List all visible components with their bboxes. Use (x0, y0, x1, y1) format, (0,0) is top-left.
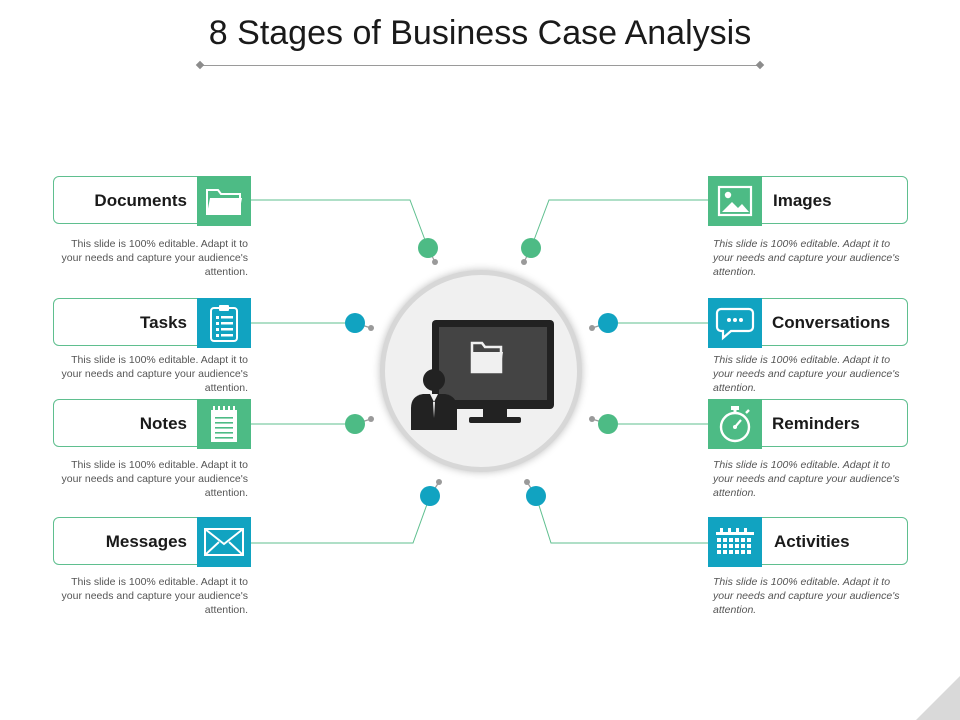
clipboard-list-icon (210, 305, 238, 342)
stage-activities-tile (708, 517, 762, 567)
stage-documents-label: Documents (94, 191, 187, 210)
spoke-dot-activities (524, 479, 530, 485)
stage-reminders-label: Reminders (772, 414, 860, 433)
stage-notes-label: Notes (139, 414, 187, 433)
stage-images: Images (708, 176, 908, 226)
stage-reminders-desc: This slide is 100% editable. Adapt it to… (713, 459, 900, 499)
chat-bubble-icon (715, 307, 755, 341)
stopwatch-icon (719, 406, 751, 443)
stage-reminders: Reminders (708, 399, 908, 449)
stage-notes-tile (197, 399, 251, 449)
node-reminders (598, 414, 618, 434)
spoke-dot-reminders (589, 416, 595, 422)
node-tasks (345, 313, 365, 333)
stage-activities-label: Activities (774, 532, 850, 551)
stage-messages-tile (197, 517, 251, 567)
spoke-dot-documents (432, 259, 438, 265)
image-icon (717, 185, 753, 217)
stage-images-tile (708, 176, 762, 226)
connector-images (530, 199, 708, 249)
stage-documents: Documents (53, 176, 251, 226)
stage-images-desc: This slide is 100% editable. Adapt it to… (713, 238, 900, 278)
stage-conversations-tile (708, 298, 762, 348)
stage-documents-desc: This slide is 100% editable. Adapt it to… (61, 238, 248, 278)
connector-messages (250, 495, 431, 544)
node-documents (418, 238, 438, 258)
stage-messages-label: Messages (105, 532, 187, 551)
connector-documents (250, 199, 429, 249)
stage-images-label: Images (773, 191, 832, 210)
calendar-icon (716, 528, 754, 554)
spoke-dot-conversations (589, 325, 595, 331)
stage-messages-desc: This slide is 100% editable. Adapt it to… (61, 576, 248, 616)
folder-icon (206, 189, 242, 215)
envelope-icon (204, 528, 244, 556)
stage-activities: Activities (708, 517, 908, 567)
stage-notes: Notes (53, 399, 251, 449)
spoke-dot-tasks (368, 325, 374, 331)
notepad-icon (211, 406, 237, 442)
stage-tasks: Tasks (53, 298, 251, 348)
stage-tasks-label: Tasks (140, 313, 187, 332)
spoke-dot-notes (368, 416, 374, 422)
stage-tasks-desc: This slide is 100% editable. Adapt it to… (61, 354, 248, 394)
center-hub (380, 270, 582, 472)
stage-conversations-desc: This slide is 100% editable. Adapt it to… (713, 354, 900, 394)
node-messages (420, 486, 440, 506)
title-divider (195, 60, 765, 70)
node-conversations (598, 313, 618, 333)
node-images (521, 238, 541, 258)
stage-reminders-tile (708, 399, 762, 449)
stage-messages: Messages (53, 517, 251, 567)
page-curl-corner (916, 676, 960, 720)
node-notes (345, 414, 365, 434)
stage-documents-tile (197, 176, 251, 226)
stage-tasks-tile (197, 298, 251, 348)
stage-notes-desc: This slide is 100% editable. Adapt it to… (61, 459, 248, 499)
page-title: 8 Stages of Business Case Analysis (208, 14, 752, 52)
presenter-monitor-icon (411, 320, 554, 430)
connector-activities (535, 495, 708, 544)
stage-conversations-label: Conversations (772, 313, 891, 332)
spoke-dot-images (521, 259, 527, 265)
stage-activities-desc: This slide is 100% editable. Adapt it to… (713, 576, 900, 616)
spoke-dot-messages (436, 479, 442, 485)
stage-conversations: Conversations (708, 298, 908, 348)
node-activities (526, 486, 546, 506)
